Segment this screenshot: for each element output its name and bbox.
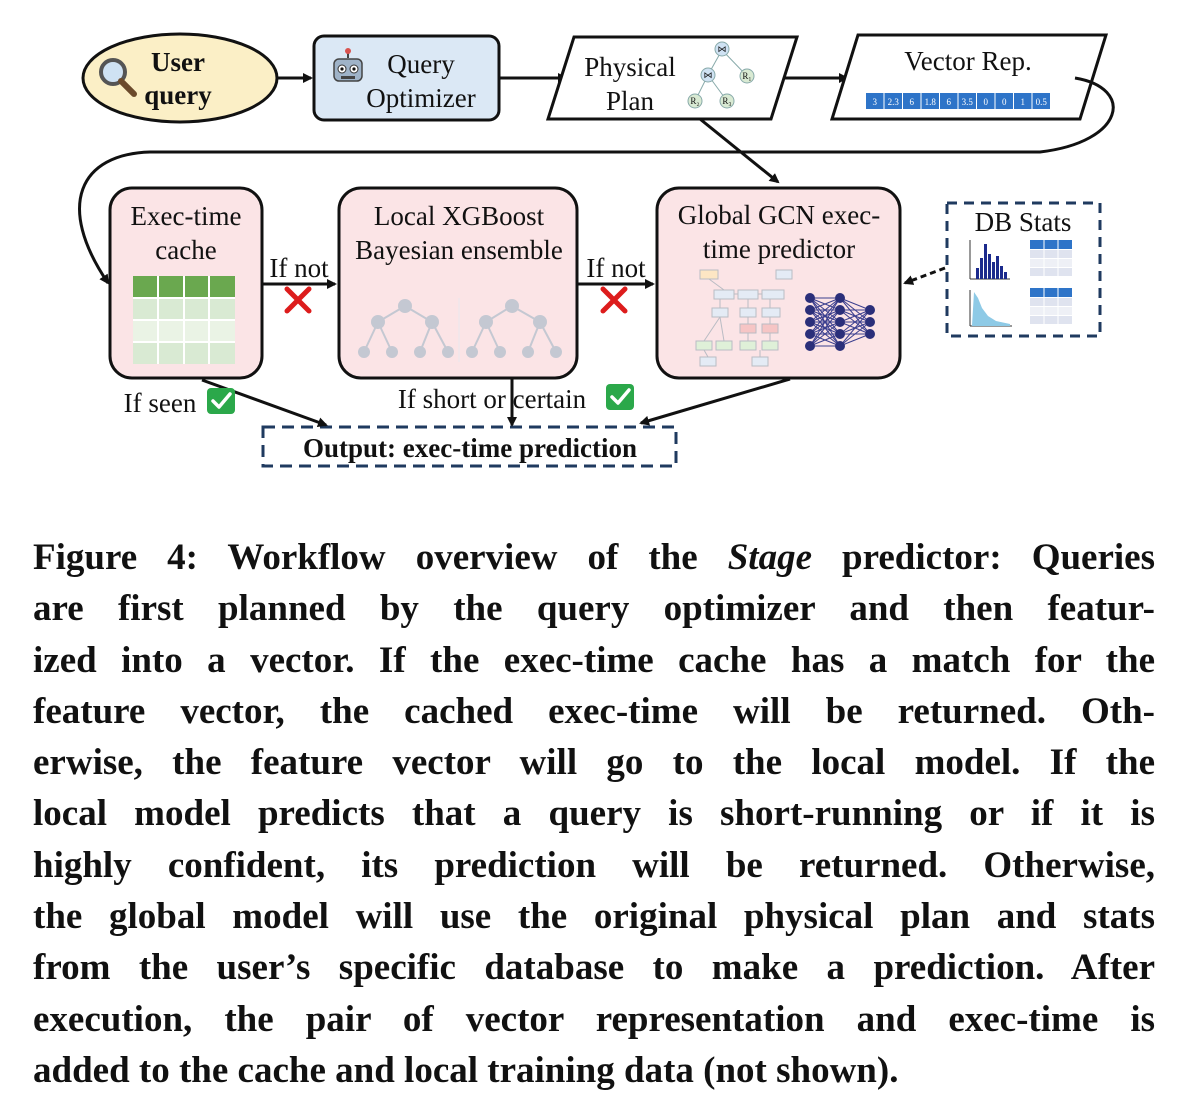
vector-cell-value: 0.5 [1036,97,1048,107]
vector-rep-title: Vector Rep. [904,46,1031,76]
caption-line-10: execution, the pair of vector representa… [33,998,1155,1040]
plan-node-r3: R₃ [722,96,731,106]
caption-line-5: erwise, the feature vector will go to th… [33,742,1155,784]
cache-line2: cache [155,235,216,265]
vector-cell-value: 1.8 [925,97,937,107]
vector-cell [995,93,1013,109]
workflow-diagram: User query Query Optimizer Physical Plan [78,32,1115,468]
plan-tree-icon [687,41,755,109]
vector-cell-value: 3.5 [962,97,974,107]
stats-table-icon-2 [1030,288,1072,324]
caption-line-6: local model predicts that a query is sho… [33,793,1155,835]
vector-cell [940,93,958,109]
histogram-icon [969,240,1010,280]
user-query-line2: query [144,80,212,110]
local-line2: Bayesian ensemble [355,235,563,265]
vector-cell [958,93,976,109]
caption-line-8: the global model will use the original p… [33,896,1155,938]
vector-cell [977,93,995,109]
local-xgboost-node: Local XGBoost Bayesian ensemble [337,186,579,380]
vector-cell [884,93,902,109]
check-icon-2 [606,384,634,410]
vector-cell [1032,93,1050,109]
vector-cell-value: 0 [1002,97,1007,107]
global-line1: Global GCN exec- [678,200,880,230]
figure-caption: Figure 4: Workflow overview of the Stage… [33,532,1155,1096]
db-stats-title: DB Stats [975,207,1072,237]
robot-icon [333,48,363,82]
cross-icon-1 [284,286,312,314]
exec-time-cache-node: Exec-time cache [108,186,264,380]
db-stats-node: DB Stats [945,201,1102,338]
plan-node-join1: ⋈ [718,44,727,54]
vector-cell-value: 3 [873,97,878,107]
vector-cell-value: 0 [984,97,989,107]
stats-table-icon-1 [1030,240,1072,276]
plan-line1: Physical [584,52,676,82]
magnifier-icon [99,58,137,97]
plan-node-r1: R₁ [742,71,751,81]
query-optimizer-node: Query Optimizer [312,34,501,122]
vector-cell [921,93,939,109]
vector-cells: 3 2.3 6 1.8 6 3.5 0 0 1 0.5 [866,93,1050,109]
vector-cell [1014,93,1032,109]
vector-cell-value: 6 [947,97,952,107]
vector-cell-value: 6 [910,97,915,107]
caption-line-1-rest: predictor: Queries [812,537,1155,578]
caption-line-11: added to the cache and local training da… [33,1049,899,1091]
distribution-icon [969,290,1012,327]
physical-plan-node: Physical Plan ⋈ ⋈ R₁ R₂ R₃ [545,35,800,121]
vector-cell-value: 1 [1021,97,1026,107]
if-short-label: If short or certain [398,384,587,414]
user-query-line1: User [151,47,205,77]
if-not-label-2: If not [586,253,646,283]
plan-line2: Plan [606,86,655,116]
cache-table-icon [133,276,235,364]
local-line1: Local XGBoost [374,201,545,231]
cross-icon-2 [600,286,628,314]
caption-stage-emph: Stage [727,537,813,578]
caption-line-2: are first planned by the query optimizer… [33,588,1155,630]
if-seen-label: If seen [124,388,197,418]
output-label: Output: exec-time prediction [303,433,637,463]
caption-line-9: from the user’s specific database to mak… [33,947,1155,989]
gcn-graph-icon [695,269,793,367]
vector-cell [903,93,921,109]
global-gcn-node: Global GCN exec- time predictor [655,186,902,380]
check-icon-1 [207,388,235,414]
user-query-node: User query [81,32,279,124]
tree-ensemble-icon [358,298,562,362]
caption-line-7: highly confident, its prediction will be… [33,844,1155,886]
caption-prefix: Figure 4: Workflow overview of the [33,537,728,578]
plan-node-join2: ⋈ [704,70,713,80]
vector-cell [866,93,884,109]
global-line2: time predictor [703,234,855,264]
cache-line1: Exec-time [131,201,242,231]
vector-cell-value: 2.3 [888,97,900,107]
caption-line-4: feature vector, the cached exec-time wil… [33,690,1155,732]
output-node: Output: exec-time prediction [261,425,678,468]
plan-node-r2: R₂ [690,96,699,106]
if-not-label-1: If not [269,253,329,283]
neural-network-icon [805,293,875,351]
optimizer-line1: Query [387,49,455,79]
vector-rep-node: Vector Rep. 3 2.3 6 1.8 6 3.5 0 0 1 0.5 [829,33,1109,121]
caption-line-1: Figure 4: Workflow overview of the Stage… [33,532,1155,583]
optimizer-line2: Optimizer [366,83,475,113]
caption-line-3: ized into a vector. If the exec-time cac… [33,639,1155,681]
